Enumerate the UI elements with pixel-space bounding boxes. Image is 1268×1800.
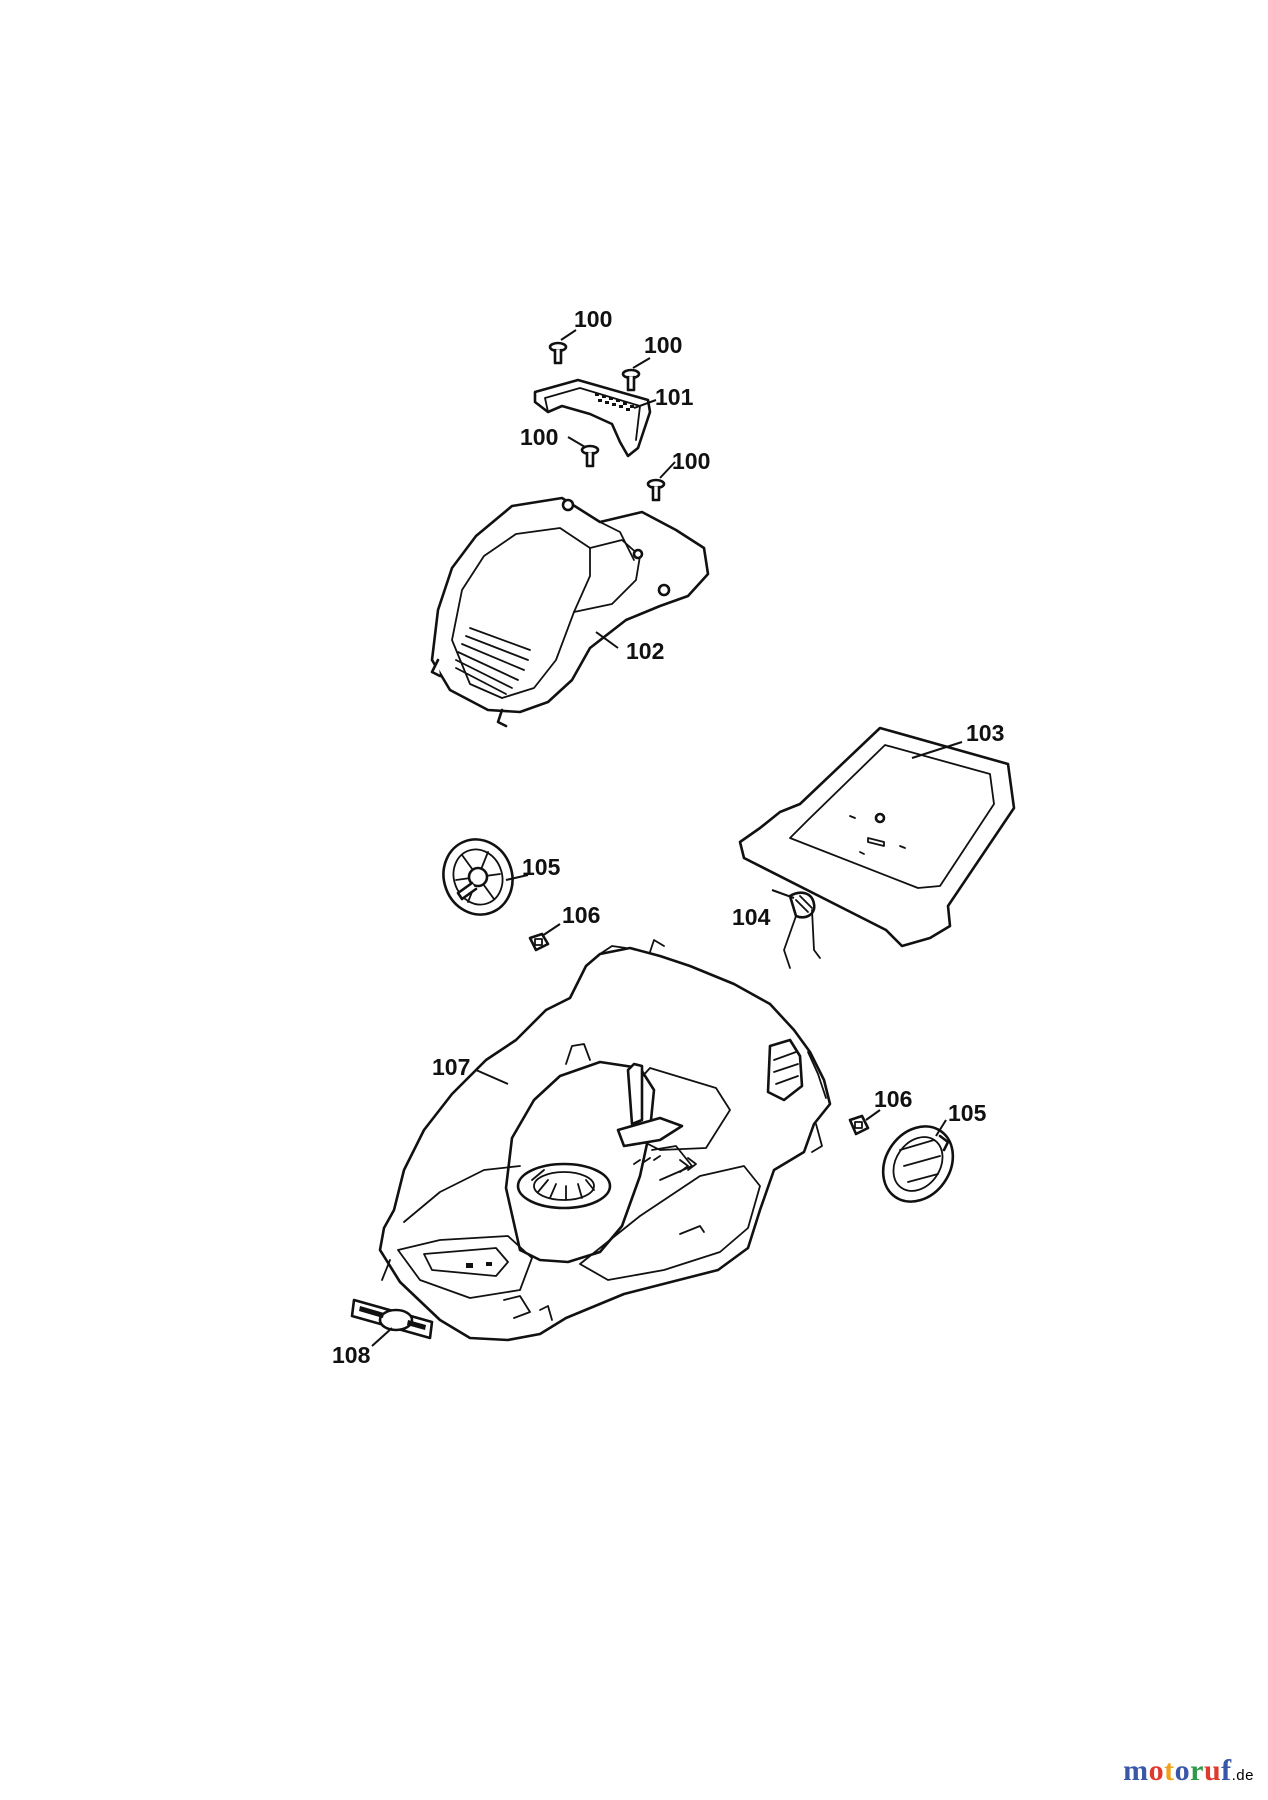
callout-107: 107 <box>432 1054 471 1080</box>
rear-flap-103 <box>738 726 1016 948</box>
leader-lines <box>371 329 963 1347</box>
callout-108: 108 <box>332 1342 371 1368</box>
watermark-letter: r <box>1190 1754 1204 1787</box>
screw-100-b <box>621 368 641 392</box>
callout-100-a: 100 <box>574 306 613 332</box>
callout-105-right: 105 <box>948 1100 987 1126</box>
nut-106-left <box>528 932 550 952</box>
badge-108 <box>350 1298 434 1340</box>
callout-100-b: 100 <box>644 332 683 358</box>
watermark-letter: f <box>1221 1754 1232 1787</box>
watermark-letter: m <box>1123 1754 1149 1787</box>
callout-101: 101 <box>655 384 694 410</box>
watermark-letter: t <box>1164 1754 1175 1787</box>
mower-deck-107 <box>378 939 832 1342</box>
callout-100-d: 100 <box>672 448 711 474</box>
handle-grip-101 <box>533 378 652 458</box>
callout-102: 102 <box>626 638 665 664</box>
screw-100-d <box>646 478 666 502</box>
callout-106-right: 106 <box>874 1086 913 1112</box>
callout-106-left: 106 <box>562 902 601 928</box>
watermark-letter: o <box>1148 1754 1165 1787</box>
screw-100-a <box>548 341 568 365</box>
watermark-logo: motoruf.de <box>1123 1754 1254 1788</box>
torsion-spring-104 <box>783 891 821 969</box>
motor-cover-102 <box>430 496 710 728</box>
callout-100-c: 100 <box>520 424 559 450</box>
watermark-letter: o <box>1174 1754 1191 1787</box>
screw-100-c <box>580 444 600 468</box>
callout-104: 104 <box>732 904 771 930</box>
callout-103: 103 <box>966 720 1005 746</box>
watermark-letters: motoruf <box>1123 1754 1232 1787</box>
nut-106-right <box>848 1114 870 1136</box>
callout-105-left: 105 <box>522 854 561 880</box>
watermark-letter: u <box>1203 1754 1222 1787</box>
wheel-cap-105-left <box>442 838 514 916</box>
watermark-tld: .de <box>1231 1767 1254 1784</box>
wheel-cap-105-right <box>881 1125 955 1203</box>
